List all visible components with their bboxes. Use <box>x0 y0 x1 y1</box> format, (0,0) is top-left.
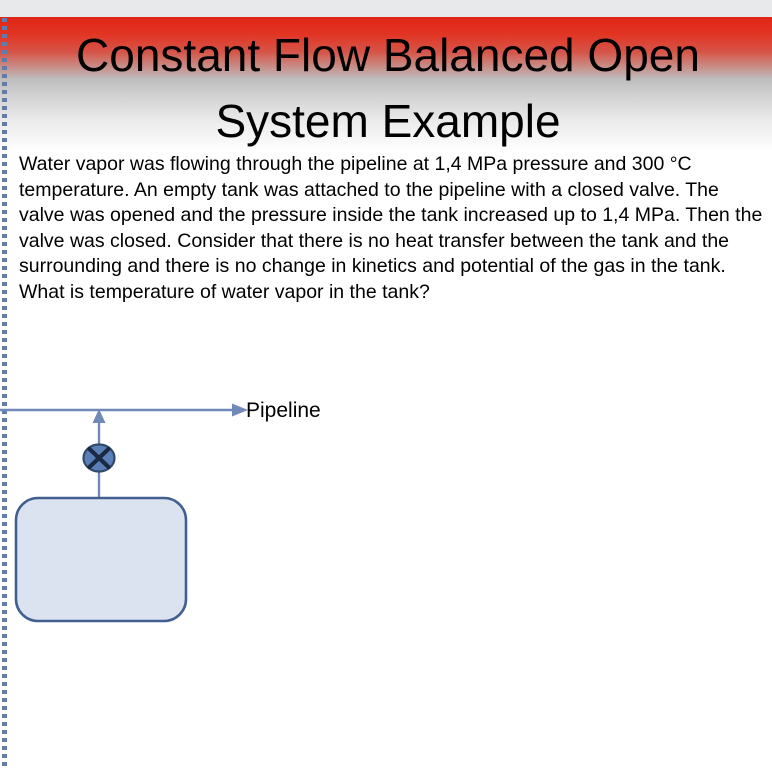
left-dotted-rule-decoration <box>2 18 7 769</box>
riser-arrowhead <box>92 409 106 423</box>
page-title: Constant Flow Balanced Open System Examp… <box>36 22 740 154</box>
tank-shape <box>14 496 188 623</box>
body-paragraph: Water vapor was flowing through the pipe… <box>19 153 763 303</box>
page-title-line-2: System Example <box>215 95 561 147</box>
pipeline-line <box>0 403 248 417</box>
page-title-line-1: Constant Flow Balanced Open <box>76 29 700 81</box>
pipeline-label: Pipeline <box>246 399 321 422</box>
system-diagram <box>0 355 400 645</box>
title-banner-gradient <box>0 17 772 152</box>
pipeline-arrowhead <box>232 403 248 417</box>
valve-icon <box>82 443 116 473</box>
top-gray-strip <box>0 0 772 17</box>
